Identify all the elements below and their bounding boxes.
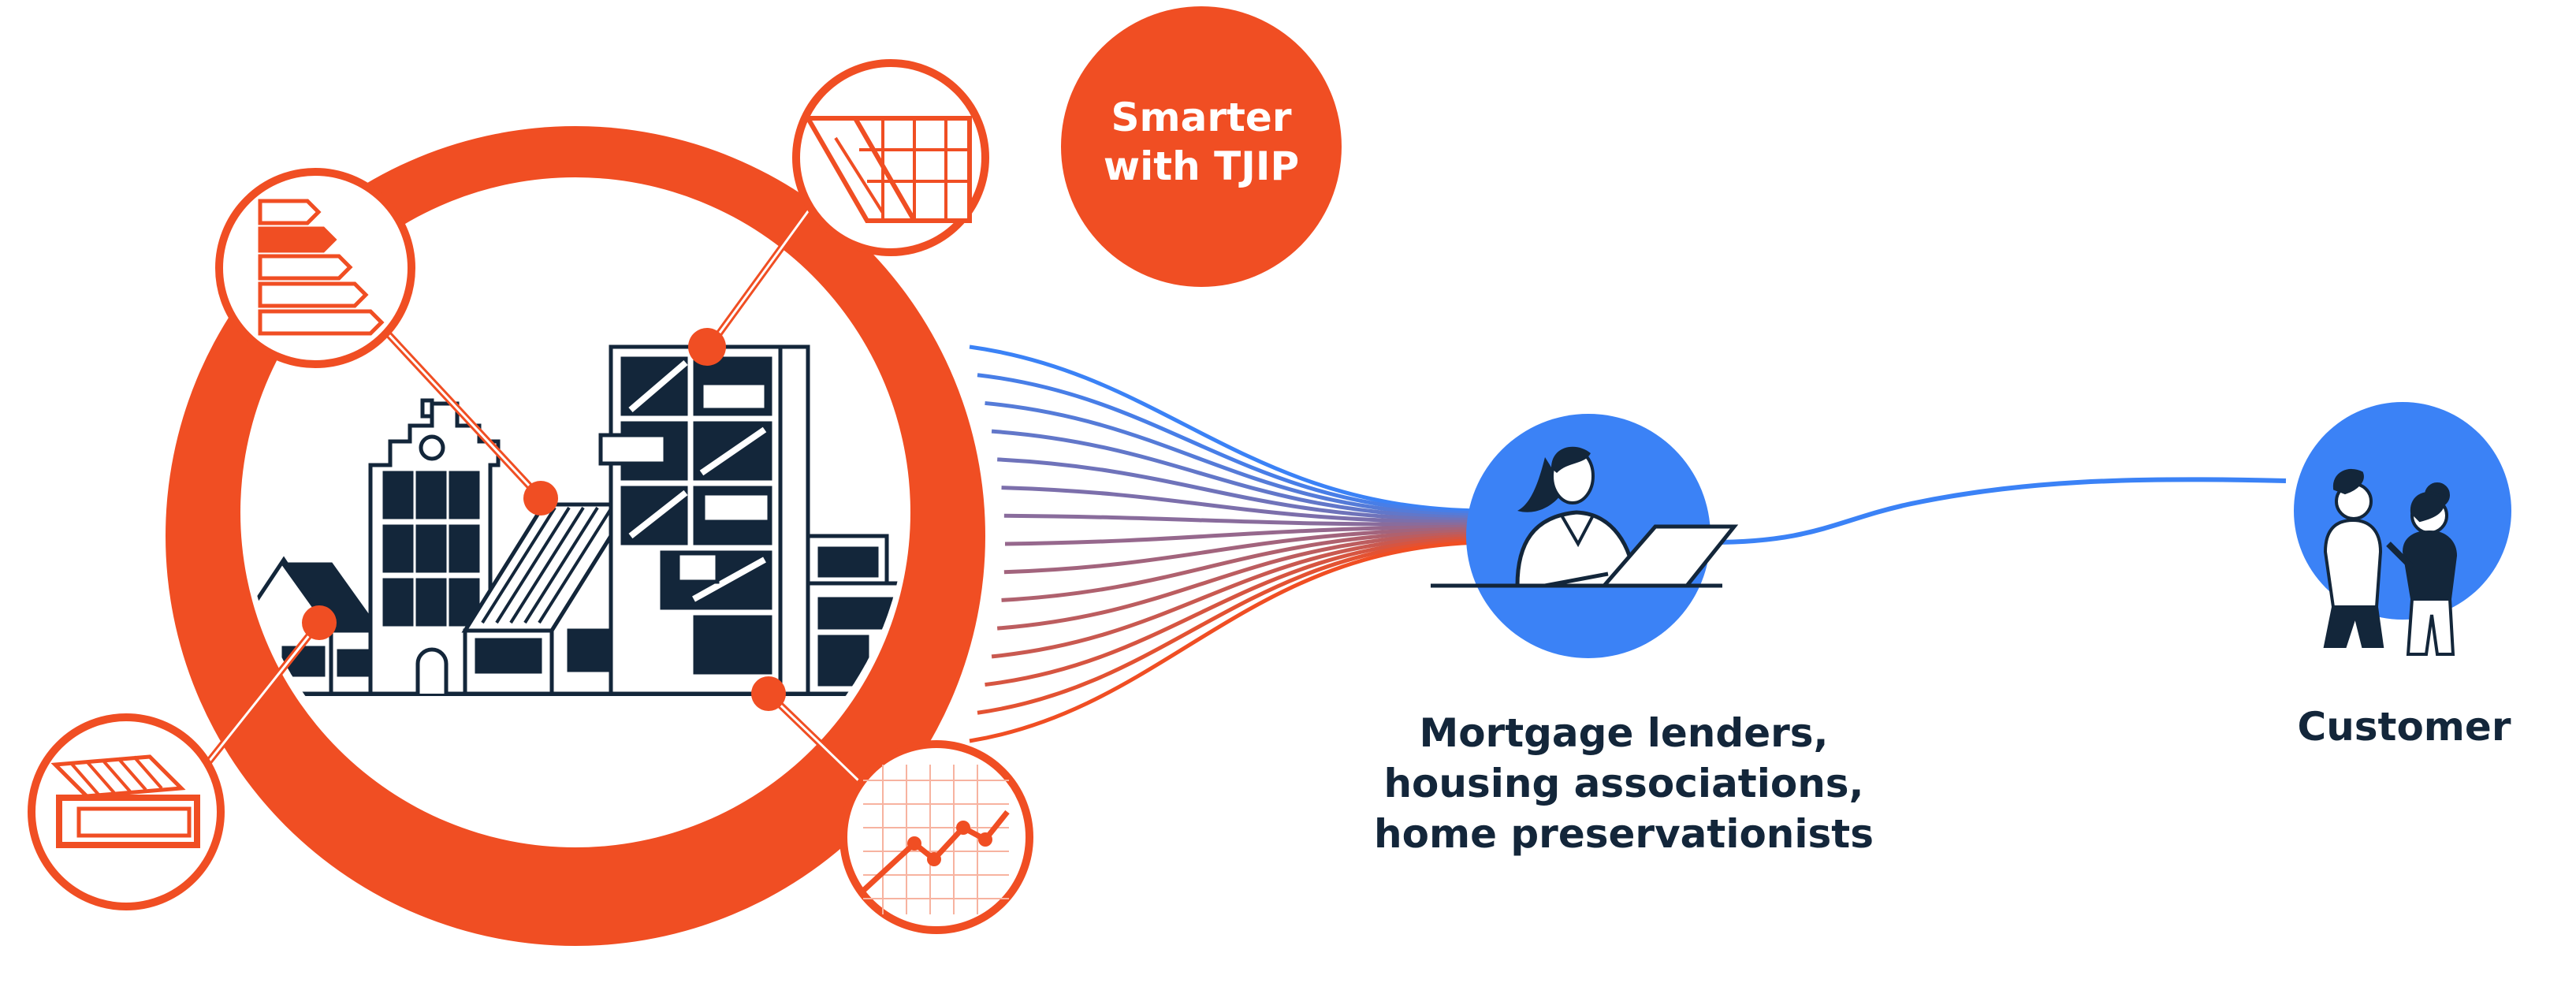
insulation-icon	[28, 713, 225, 910]
advisor-at-laptop-icon	[1431, 414, 1739, 658]
connector-line	[969, 344, 1483, 513]
connector-line	[985, 535, 1483, 687]
tjip-badge-text: Smarter with TJIP	[1056, 93, 1346, 191]
tjip-badge	[1061, 6, 1342, 287]
connector-line	[969, 540, 1483, 743]
connector-line	[1001, 529, 1483, 602]
apartment-tower	[598, 344, 810, 696]
connector-line	[977, 538, 1483, 715]
connector-line	[997, 457, 1483, 522]
lenders-line-2: housing associations,	[1383, 761, 1864, 806]
connector-line	[1003, 527, 1483, 575]
energy-label-icon	[215, 168, 415, 368]
connector-line	[991, 533, 1483, 659]
lenders-line-1: Mortgage lenders,	[1419, 710, 1829, 756]
lenders-customer-connector	[1710, 477, 2287, 545]
lenders-line-3: home preservationists	[1374, 811, 1874, 857]
connector-line	[985, 400, 1483, 518]
two-customers-icon	[2294, 402, 2511, 656]
connector-lines	[969, 344, 1483, 743]
lenders-label: Mortgage lenders, housing associations, …	[1269, 708, 1979, 859]
customer-label: Customer	[2247, 702, 2562, 752]
low-modern-building	[806, 534, 906, 696]
connector-line	[1001, 486, 1483, 524]
connector-line	[996, 531, 1483, 631]
badge-line-2: with TJIP	[1103, 143, 1300, 189]
town-buildings-illustration	[244, 344, 906, 696]
solar-panel-icon	[792, 59, 989, 256]
connector-line	[977, 373, 1483, 516]
customer-label-text: Customer	[2297, 704, 2511, 750]
connector-line	[991, 429, 1483, 520]
connector-line	[1004, 524, 1483, 546]
link-dots	[302, 328, 786, 711]
badge-line-1: Smarter	[1111, 95, 1292, 140]
value-chart-icon	[839, 740, 1033, 934]
connector-line	[1003, 513, 1483, 527]
